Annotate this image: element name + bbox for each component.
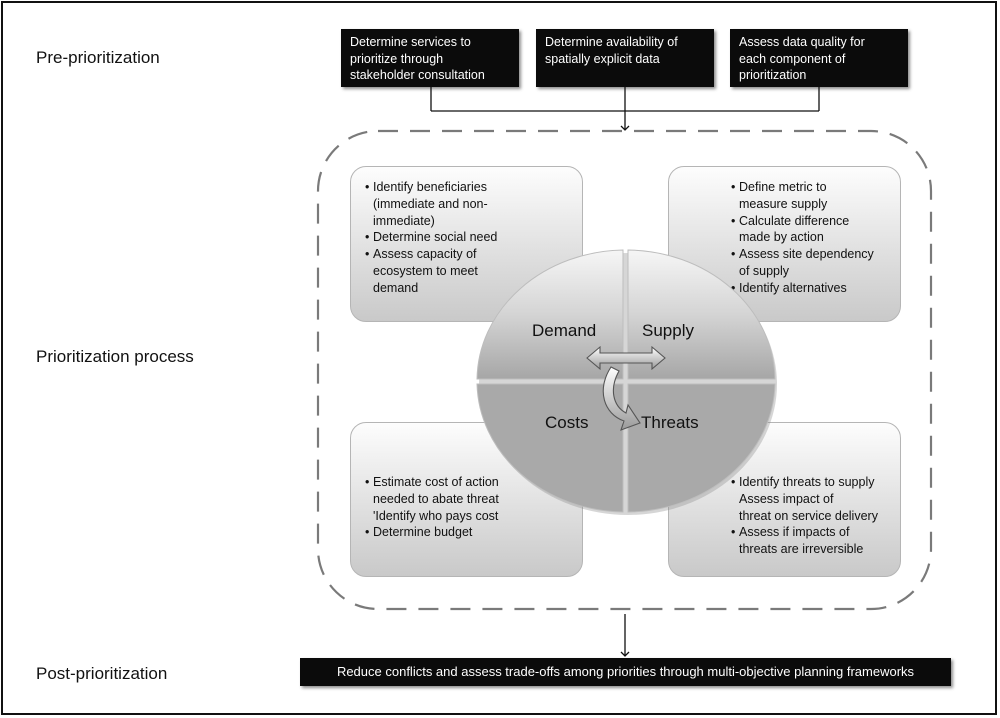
supply-list: Define metric to measure supplyCalculate …	[731, 179, 892, 297]
threats-label: Threats	[641, 413, 699, 432]
supply-label: Supply	[642, 321, 694, 340]
list-item-line: ecosystem to meet	[373, 263, 478, 278]
threats-quadrant	[627, 383, 776, 513]
list-item-line: Assess impact of	[739, 491, 834, 506]
text-line: Determine services to	[350, 35, 471, 49]
costs-list: Estimate cost of action needed to abate t…	[365, 474, 574, 541]
text-line: stakeholder consultation	[350, 68, 485, 82]
pre-connector	[430, 87, 820, 131]
demand-list: Identify beneficiaries (immediate and non…	[365, 179, 572, 297]
list-item-line: Identify alternatives	[739, 280, 847, 295]
demand-quadrant	[476, 249, 624, 380]
list-item-line: measure supply	[739, 196, 828, 211]
list-item: Identify alternatives	[731, 280, 892, 297]
list-item-line: 'Identify who pays cost	[373, 508, 499, 523]
list-item-line: Determine budget	[373, 525, 473, 540]
list-item-line: Assess capacity of	[373, 247, 477, 262]
stage-label-process: Prioritization process	[36, 347, 194, 366]
costs-label: Costs	[545, 413, 589, 432]
list-item-line: demand	[373, 280, 419, 295]
curved-arrow-icon	[602, 366, 641, 431]
list-item: Assess if impacts of threats are irrevers…	[731, 524, 892, 558]
pre-step-box: Determine services to prioritize through s…	[341, 29, 519, 87]
list-item-line: Define metric to	[739, 180, 827, 194]
text-line: Assess data quality for	[739, 35, 865, 49]
text-line: each component of	[739, 51, 846, 66]
post-step-bar: Reduce conflicts and assess trade-offs a…	[300, 658, 951, 686]
pre-step-text: Assess data quality for each component of…	[739, 34, 899, 84]
pre-step-box: Determine availability of spatially expli…	[536, 29, 714, 87]
list-item-line: Identify threats to supply	[739, 475, 875, 489]
list-item-line: Identify beneficiaries	[373, 180, 487, 194]
list-item: Determine budget	[365, 524, 574, 541]
process-region-outline	[316, 129, 933, 611]
stage-label-pre: Pre-prioritization	[36, 48, 160, 67]
pre-step-text: Determine services to prioritize through s…	[350, 34, 510, 84]
list-item-line: threat on service delivery	[739, 508, 878, 523]
text-line: Determine availability of	[545, 35, 678, 49]
stage-label-post: Post-prioritization	[36, 664, 168, 683]
list-item-line: Estimate cost of action	[373, 475, 499, 489]
list-item-line: Calculate difference	[739, 213, 850, 228]
text-line: spatially explicit data	[545, 51, 660, 66]
list-item-line: Determine social need	[373, 230, 498, 245]
list-item-line: (immediate and non-	[373, 196, 488, 211]
list-item-line: immediate)	[373, 213, 435, 228]
pre-step-text: Determine availability of spatially expli…	[545, 34, 705, 67]
list-item-line: threats are irreversible	[739, 542, 864, 557]
pre-step-box: Assess data quality for each component of…	[730, 29, 908, 87]
list-item: Determine social need	[365, 229, 572, 246]
list-item-line: needed to abate threat	[373, 491, 499, 506]
demand-label: Demand	[532, 321, 597, 340]
list-item: Define metric to measure supply	[731, 179, 892, 213]
list-item: Identify beneficiaries (immediate and non…	[365, 179, 572, 229]
text-line: prioritize through	[350, 51, 444, 66]
list-item: Identify threats to supply	[731, 474, 892, 491]
list-item: Calculate difference made by action	[731, 213, 892, 247]
list-item-line: made by action	[739, 230, 824, 245]
list-item: Assess impact of threat on service delive…	[731, 491, 892, 525]
list-item-line: Assess if impacts of	[739, 525, 850, 540]
costs-box: Estimate cost of action needed to abate t…	[350, 422, 583, 577]
list-item-line: Assess site dependency	[739, 247, 874, 262]
list-item-line: of supply	[739, 263, 790, 278]
list-item: Estimate cost of action needed to abate t…	[365, 474, 574, 524]
supply-quadrant	[627, 249, 776, 380]
double-arrow-icon	[586, 345, 666, 371]
costs-quadrant	[476, 383, 624, 513]
text-line: prioritization	[739, 68, 807, 82]
